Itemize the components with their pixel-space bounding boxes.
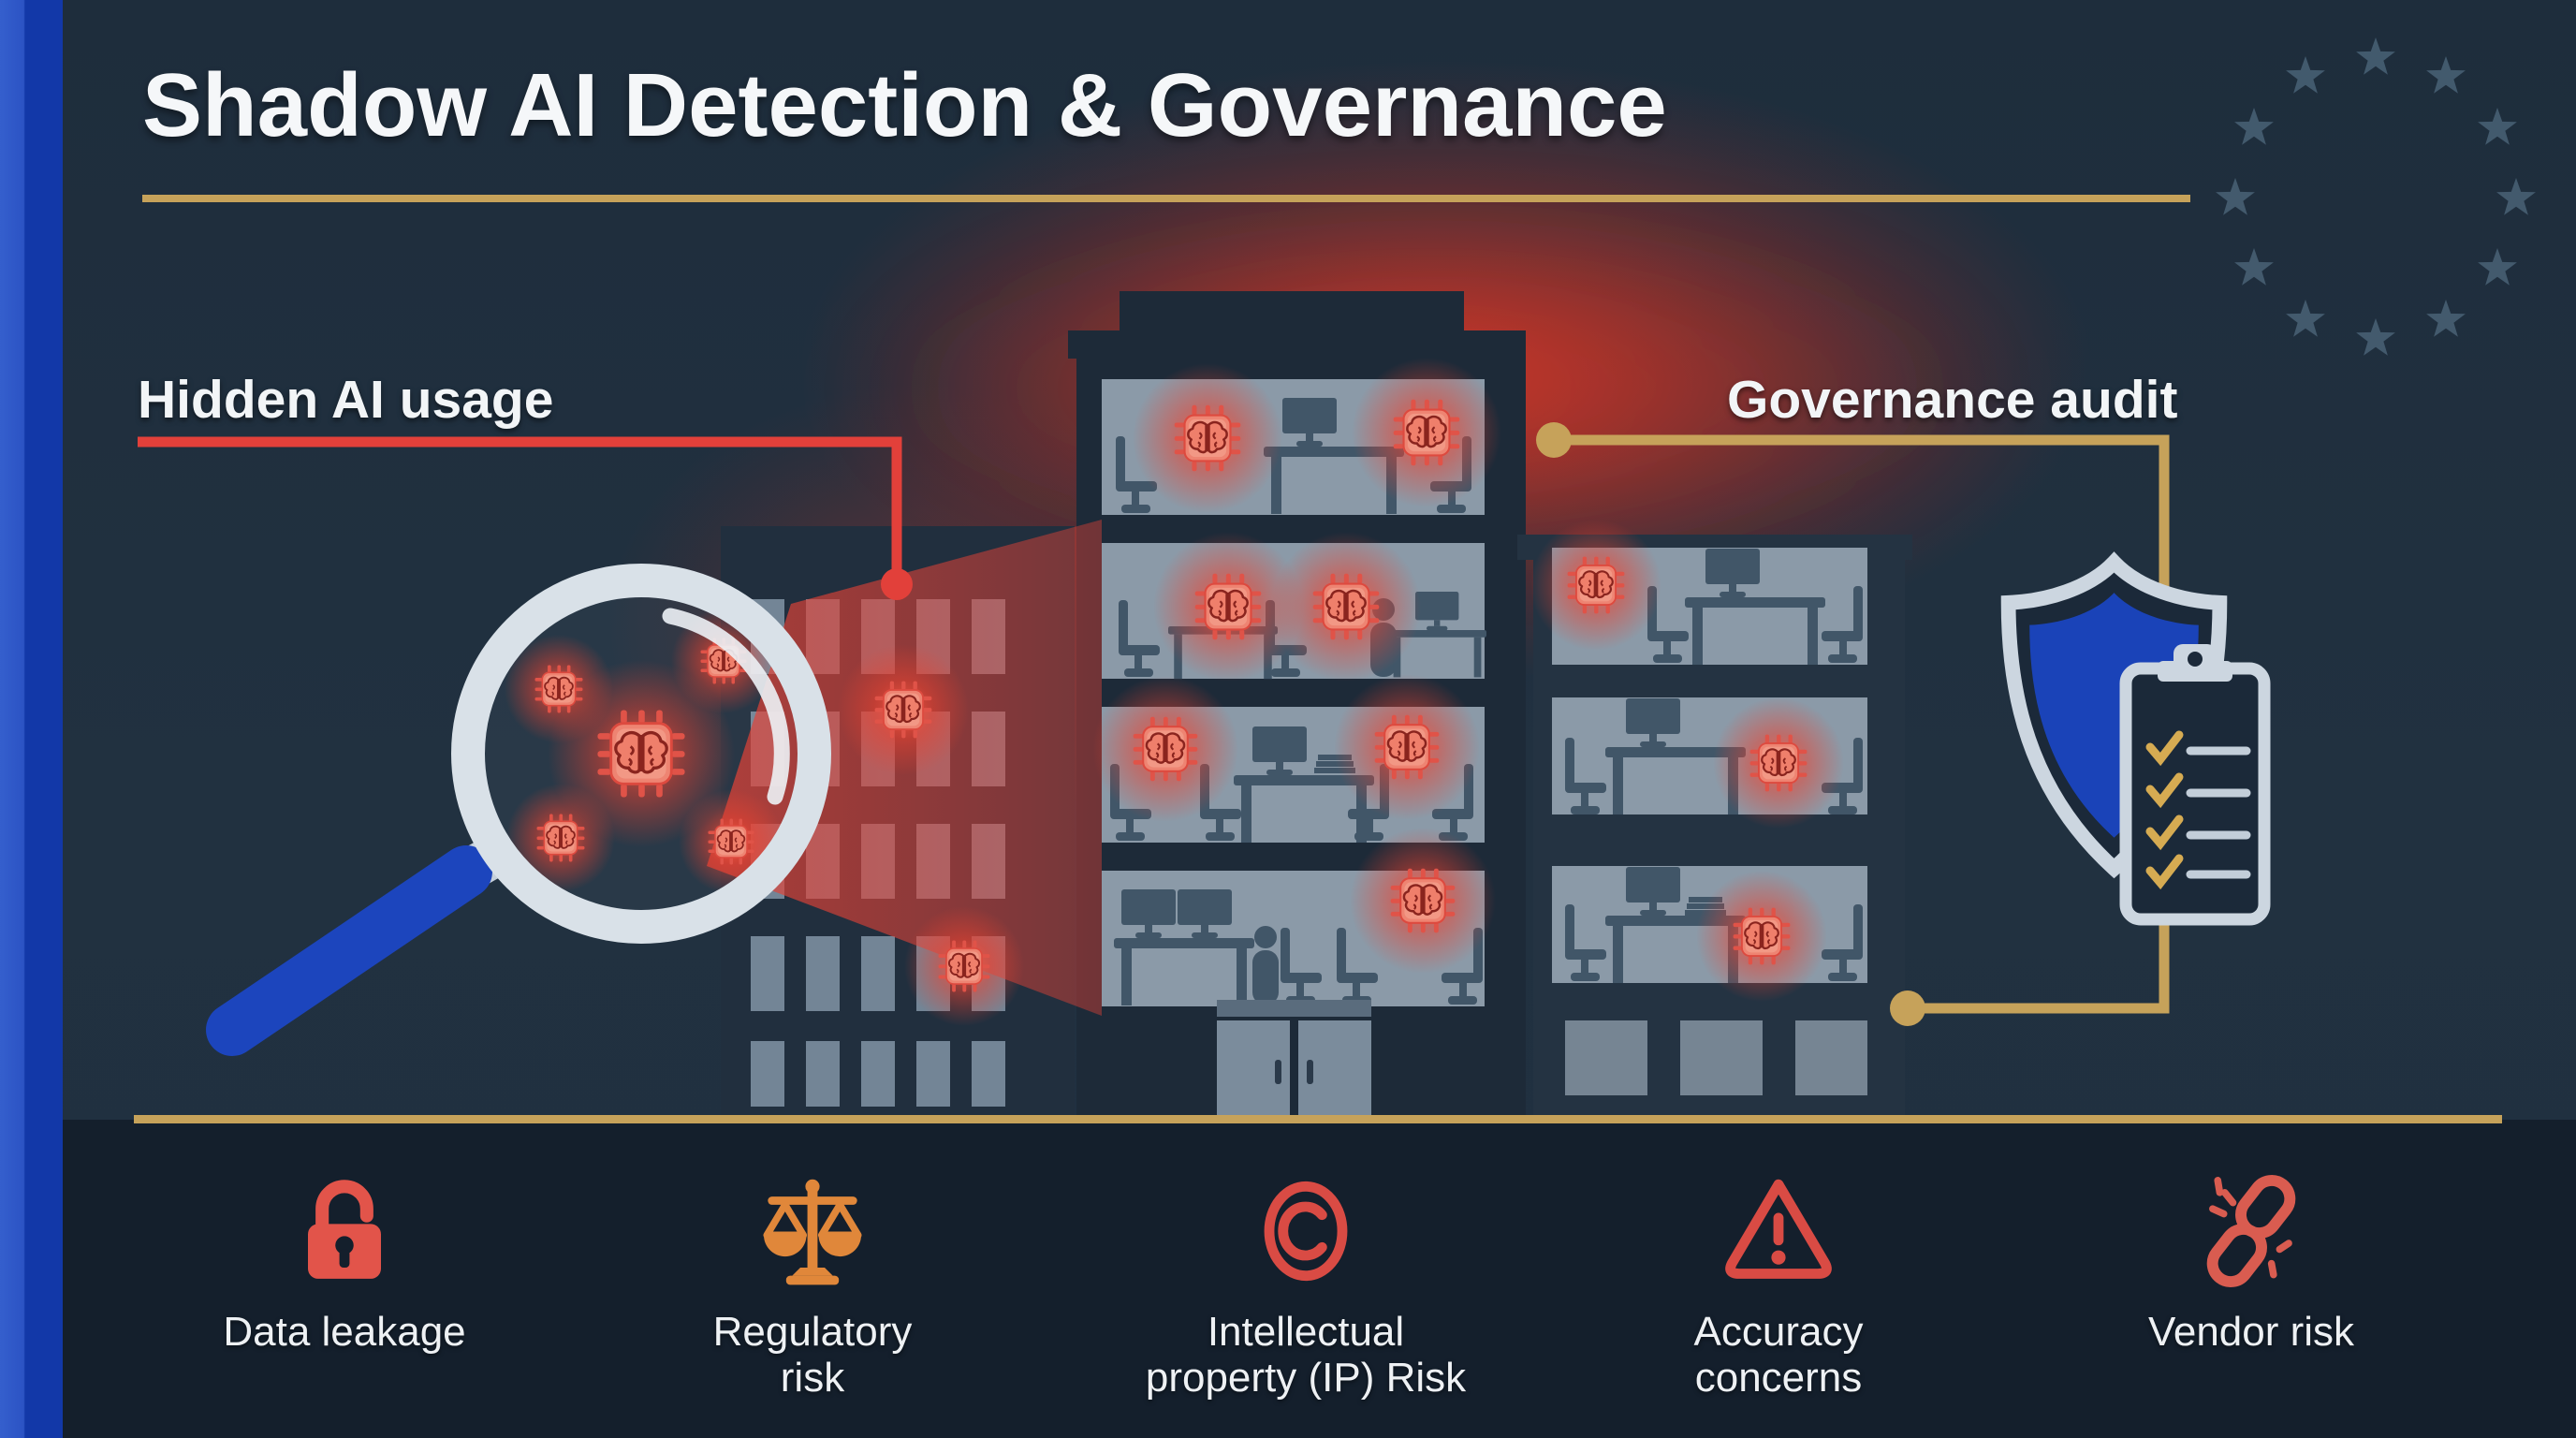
risk-item-vendor-risk: Vendor risk <box>1989 1120 2513 1355</box>
label-governance-audit: Governance audit <box>1727 370 2178 430</box>
broken-chain-icon <box>2206 1175 2296 1287</box>
page-title: Shadow AI Detection & Governance <box>142 55 1667 155</box>
title-underline <box>142 195 2190 202</box>
risk-item-data-leakage: Data leakage <box>82 1120 607 1355</box>
risk-label: Vendor risk <box>2147 1309 2355 1355</box>
balance-scale-icon <box>763 1179 862 1285</box>
copyright-icon <box>1264 1181 1348 1282</box>
risk-label: Regulatory risk <box>712 1309 913 1401</box>
left-accent-bar <box>0 0 63 1438</box>
magnifier-icon <box>206 564 831 1056</box>
risk-label: Accuracy concerns <box>1693 1309 1864 1401</box>
eu-stars-icon <box>2216 37 2536 356</box>
entrance-doors <box>1217 1020 1371 1119</box>
hidden-ai-connector <box>138 436 913 600</box>
door-transom <box>1217 1000 1371 1017</box>
risk-item-accuracy-concerns: Accuracy concerns <box>1516 1120 2041 1401</box>
footer-separator <box>134 1115 2502 1123</box>
risk-footer: Data leakage Regulatory risk Intellectu <box>63 1115 2576 1438</box>
risk-label: Intellectual property (IP) Risk <box>1145 1309 1467 1401</box>
ai-chips <box>505 358 1844 1026</box>
risk-item-ip-risk: Intellectual property (IP) Risk <box>1044 1120 1568 1401</box>
open-padlock-icon <box>308 1180 381 1279</box>
office-building-right <box>1517 535 1912 1119</box>
warning-triangle-icon <box>1725 1179 1832 1279</box>
risk-item-regulatory-risk: Regulatory risk <box>550 1120 1075 1401</box>
label-hidden-ai-usage: Hidden AI usage <box>138 370 554 430</box>
risk-label: Data leakage <box>223 1309 466 1355</box>
clipboard-checklist-icon <box>2119 644 2271 926</box>
